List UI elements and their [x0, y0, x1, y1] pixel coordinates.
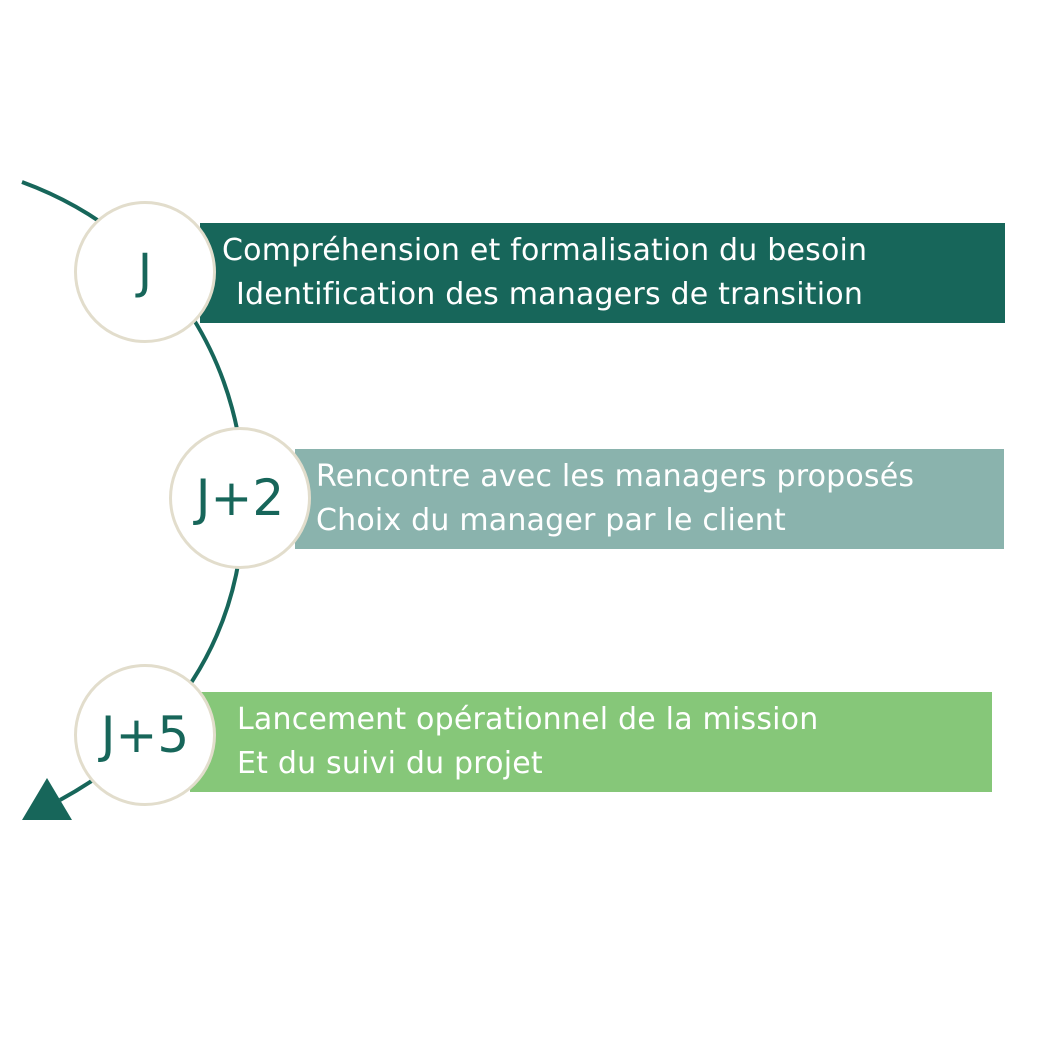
step-1-node: J — [74, 201, 216, 343]
step-1-description: Compréhension et formalisation du besoin… — [200, 223, 1005, 323]
arrowhead-icon — [22, 778, 72, 820]
step-2-line-1: Rencontre avec les managers proposés — [316, 459, 915, 494]
step-2-label: J+2 — [195, 469, 285, 527]
step-1-line-1: Compréhension et formalisation du besoin — [222, 233, 868, 268]
step-1-label: J — [137, 244, 153, 300]
step-1-line-2: Identification des managers de transitio… — [236, 277, 864, 312]
step-3-node: J+5 — [74, 664, 216, 806]
step-3-label: J+5 — [100, 706, 190, 764]
step-2-line-2: Choix du manager par le client — [316, 503, 786, 538]
step-3-description: Lancement opérationnel de la mission Et … — [190, 692, 992, 792]
step-3-line-1: Lancement opérationnel de la mission — [237, 702, 819, 737]
step-2-description: Rencontre avec les managers proposés Cho… — [295, 449, 1004, 549]
step-3-line-2: Et du suivi du projet — [237, 746, 543, 781]
step-2-node: J+2 — [169, 427, 311, 569]
